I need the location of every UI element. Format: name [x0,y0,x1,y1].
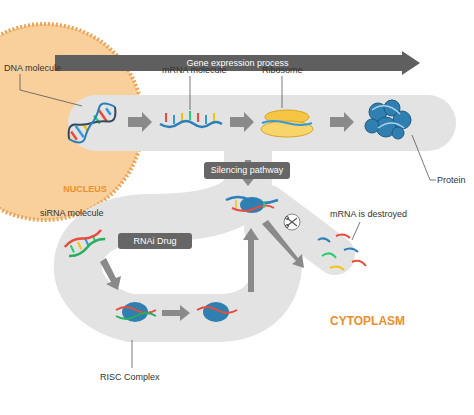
part-label: DNA molecule [4,63,61,73]
scissors-symbol [284,214,300,230]
node-text: NUCLEUS [0,184,183,194]
process-arrow: Gene expression process [55,53,420,73]
mrna-strand [160,111,222,127]
arrow-body [55,51,420,75]
part-label: siRNA molecule [40,208,104,218]
destroy-band [268,205,335,255]
leader-lines [20,74,436,368]
risc-complex [116,302,237,322]
node-text: RNAi Drug [118,236,192,246]
expression-band [68,95,456,151]
protein-blob [365,100,411,139]
dna-helix [63,99,120,147]
region-label: CYTOPLASM [330,314,405,328]
silencing-arrows [100,160,304,321]
part-label: mRNA molecule [162,65,227,75]
process-arrows [128,112,354,132]
node-text: Gene expression process [55,58,420,68]
part-label: Protein [437,175,466,185]
ribosome [261,110,313,137]
part-label: RISC Complex [100,372,160,382]
part-label: mRNA is destroyed [330,209,407,219]
pathway-label-box: Silencing pathway [204,162,290,179]
mrna-fragments [318,234,366,270]
mrna-risc-complex [226,197,278,213]
part-label: Ribosome [262,65,303,75]
drug-label-box: RNAi Drug [118,233,192,249]
node-text: Silencing pathway [204,165,290,175]
sirna-molecule [64,228,107,258]
nucleus-region: NUCLEUS [0,24,143,220]
